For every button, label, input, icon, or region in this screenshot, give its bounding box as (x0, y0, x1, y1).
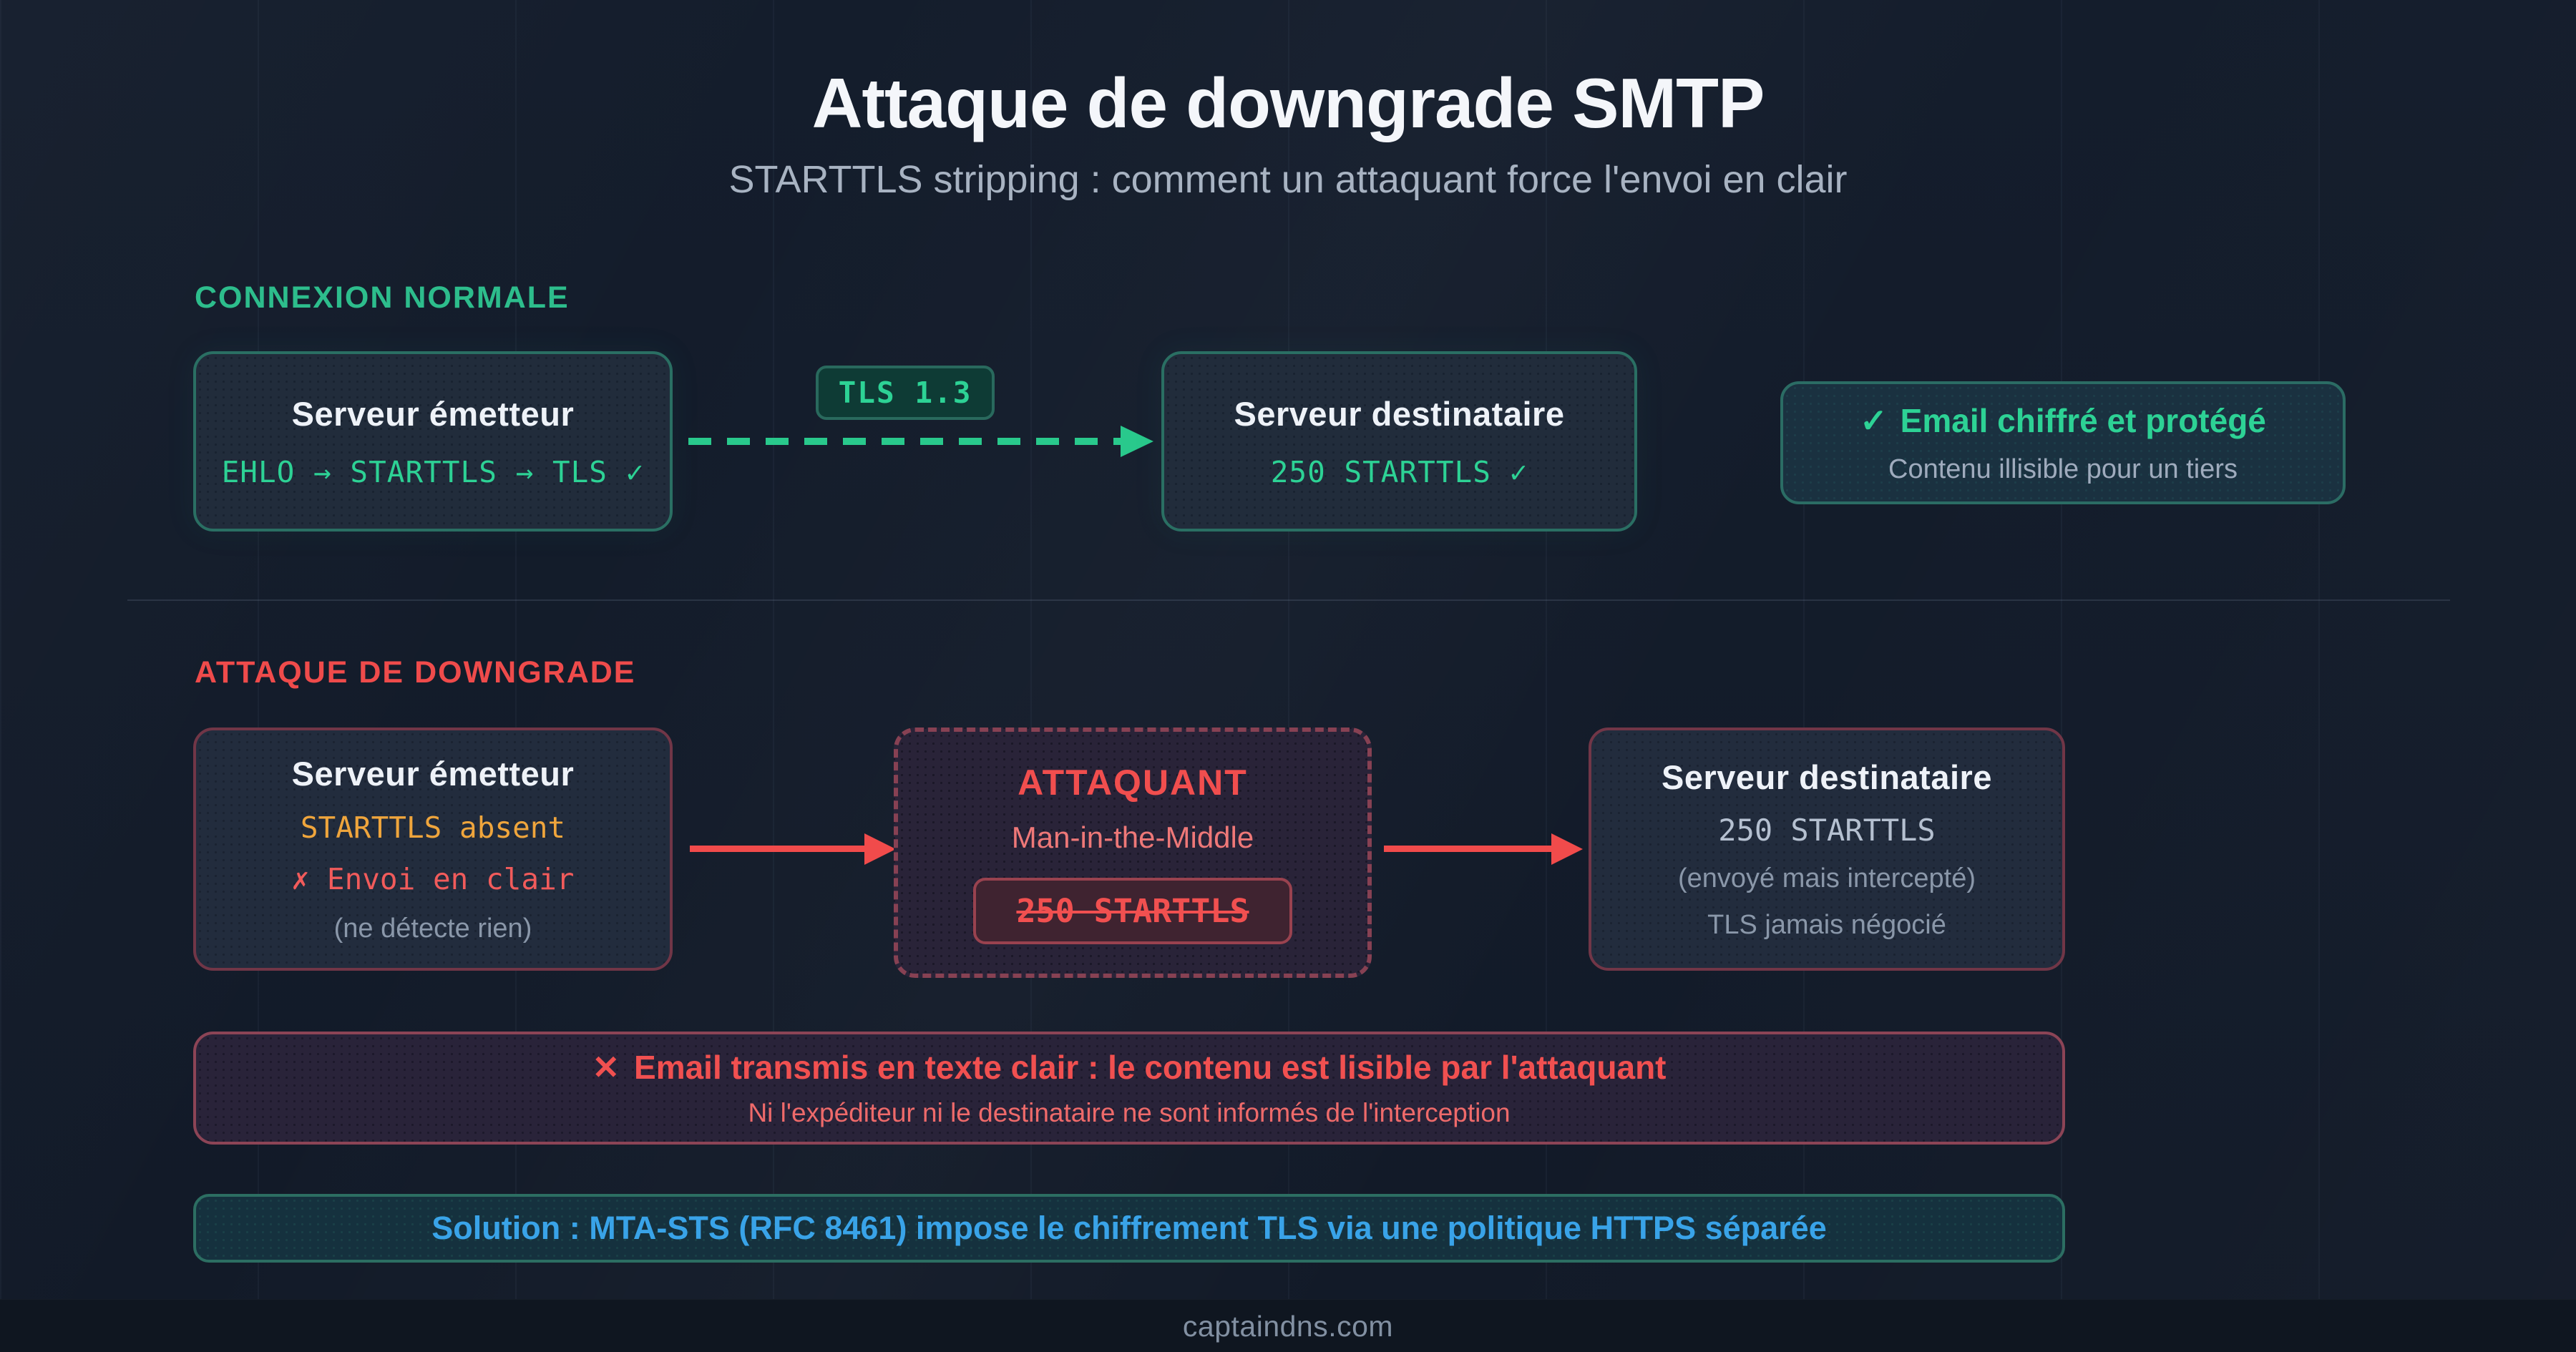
attacker-title: ATTAQUANT (1018, 762, 1248, 803)
arrow-head (1551, 833, 1583, 865)
page-subtitle: STARTTLS stripping : comment un attaquan… (728, 158, 1848, 201)
check-icon: ✓ (1860, 401, 1888, 439)
mta-sts-solution-banner: Solution : MTA-STS (RFC 8461) impose le … (193, 1194, 2065, 1263)
sender-note: (ne détecte rien) (333, 913, 532, 944)
page-title: Attaque de downgrade SMTP (811, 64, 1765, 142)
footer-band: captaindns.com (0, 1299, 2576, 1352)
encrypted-result-subtitle: Contenu illisible pour un tiers (1888, 454, 2238, 484)
plaintext-warning-banner: ✕ Email transmis en texte clair : le con… (193, 1032, 2065, 1145)
attacker-card: ATTAQUANT Man-in-the-Middle 250 STARTTLS (894, 728, 1372, 978)
arrow-head (864, 833, 896, 865)
encrypted-result-card: ✓ Email chiffré et protégé Contenu illis… (1780, 381, 2346, 504)
sender-server-title: Serveur émetteur (291, 394, 575, 433)
receiver-note-2: TLS jamais négocié (1707, 910, 1946, 940)
starttls-handshake-sequence: EHLO → STARTTLS → TLS ✓ (221, 454, 645, 489)
section-label-attack: ATTAQUE DE DOWNGRADE (195, 655, 636, 690)
section-label-normal: CONNEXION NORMALE (195, 280, 570, 315)
attack-receiver-title: Serveur destinataire (1662, 758, 1992, 796)
starttls-response: 250 STARTTLS ✓ (1270, 454, 1528, 489)
warning-title-label: Email transmis en texte clair : le conte… (634, 1049, 1667, 1086)
encrypted-result-label: Email chiffré et protégé (1900, 401, 2266, 439)
attack-arrow-left-icon (690, 833, 896, 865)
receiver-server-title: Serveur destinataire (1234, 394, 1565, 433)
sender-server-card-attack: Serveur émetteur STARTTLS absent ✗ Envoi… (193, 728, 673, 971)
arrow-shaft (690, 846, 866, 852)
solution-text: Solution : MTA-STS (RFC 8461) impose le … (431, 1210, 1827, 1246)
encrypted-result-title: ✓ Email chiffré et protégé (1860, 401, 2266, 440)
footer-site-name: captaindns.com (1182, 1309, 1394, 1343)
starttls-absent-status: STARTTLS absent (300, 810, 566, 845)
warning-subtitle: Ni l'expéditeur ni le destinataire ne so… (748, 1098, 1511, 1127)
tls-version-badge: TLS 1.3 (816, 366, 995, 420)
sender-server-card-normal: Serveur émetteur EHLO → STARTTLS → TLS ✓ (193, 351, 673, 532)
attacker-role: Man-in-the-Middle (1011, 820, 1254, 854)
attack-sender-title: Serveur émetteur (291, 755, 575, 793)
dashed-arrow-shaft (688, 438, 1122, 445)
encrypted-connection-arrow-icon (688, 426, 1153, 457)
receiver-server-card-attack: Serveur destinataire 250 STARTTLS (envoy… (1589, 728, 2065, 971)
intercepted-response: 250 STARTTLS (1718, 813, 1936, 848)
cross-icon: ✕ (592, 1049, 620, 1086)
attack-arrow-right-icon (1384, 833, 1583, 865)
stripped-starttls-response: 250 STARTTLS (973, 877, 1292, 944)
plaintext-send-status: ✗ Envoi en clair (291, 862, 575, 896)
arrow-shaft (1384, 846, 1553, 852)
receiver-note-1: (envoyé mais intercepté) (1677, 863, 1976, 893)
arrow-head (1121, 426, 1153, 457)
receiver-server-card-normal: Serveur destinataire 250 STARTTLS ✓ (1161, 351, 1637, 532)
section-divider (127, 599, 2450, 601)
warning-title: ✕ Email transmis en texte clair : le con… (592, 1048, 1666, 1087)
